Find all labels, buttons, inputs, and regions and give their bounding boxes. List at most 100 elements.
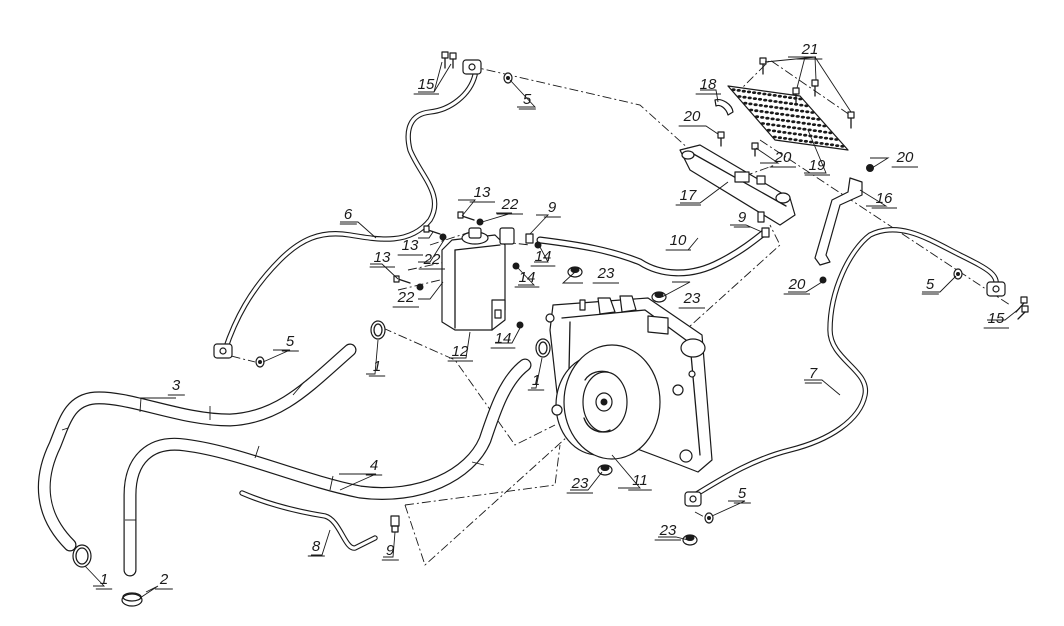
washer-5-left (255, 356, 265, 368)
callout-15-right: 15 (988, 310, 1005, 327)
screen-hole (797, 133, 803, 136)
screen-hole (780, 112, 785, 116)
screen-hole (804, 104, 809, 108)
screen-hole (785, 113, 790, 117)
callout-6: 6 (344, 206, 353, 223)
clamp-1-c (72, 544, 92, 568)
bolt-13-c (393, 275, 411, 284)
screen-hole (789, 108, 794, 112)
clamp-9-c (761, 227, 770, 238)
screen-hole (776, 124, 781, 127)
hardware (72, 51, 1029, 607)
shroud-17 (679, 144, 796, 226)
callout-18: 18 (700, 76, 717, 93)
screen-hole (773, 100, 778, 103)
nut-22-c (416, 283, 424, 291)
fitting-bottom-right (684, 491, 702, 507)
screen-hole (766, 122, 771, 126)
screen-hole (795, 115, 800, 118)
screen-hole (774, 106, 779, 109)
screen-hole (791, 120, 796, 124)
screen-hole (766, 128, 771, 132)
callout-1-b: 1 (532, 372, 540, 389)
screen-hole (794, 109, 800, 112)
screen-hole (754, 109, 759, 113)
screen-hole (731, 88, 736, 92)
bolt-13-a (457, 211, 475, 221)
screen-hole (772, 135, 777, 139)
screen-hole (797, 127, 802, 130)
pipe-7 (687, 227, 999, 501)
callout-23-d: 23 (659, 522, 677, 539)
callout-5-bottom: 5 (738, 485, 747, 502)
screen-hole (777, 94, 782, 98)
callout-20-c: 20 (896, 149, 914, 166)
screen-hole (779, 106, 784, 110)
screen-hole (834, 138, 839, 141)
hose-4 (123, 358, 532, 577)
screen-hole (763, 98, 768, 102)
screen-hole (749, 108, 754, 112)
callout-20-d: 20 (788, 276, 806, 293)
nut-22-b (439, 233, 447, 241)
screen-hole (757, 97, 763, 101)
callout-16: 16 (876, 190, 893, 207)
screen-hole (811, 117, 816, 120)
callout-14-c: 14 (495, 330, 512, 347)
fitting-top-left (462, 59, 482, 75)
screen-hole (752, 91, 757, 94)
screen-hole (748, 102, 753, 106)
callout-22-b: 22 (423, 251, 441, 268)
screen-hole (809, 140, 814, 144)
screen-hole (778, 100, 783, 104)
screen-hole (760, 116, 765, 119)
screen-hole (788, 96, 793, 99)
screen-hole (806, 122, 812, 126)
screen-hole (806, 116, 811, 120)
screen-hole (768, 99, 773, 103)
bracket-16 (814, 177, 863, 266)
screen-hole (796, 121, 801, 124)
screen-hole (786, 125, 792, 129)
screen-hole (781, 124, 786, 128)
screen-hole (805, 110, 810, 114)
screen-hole (769, 105, 774, 109)
screen-hole (757, 91, 762, 95)
screen-hole (810, 111, 815, 114)
screen-hole (747, 96, 752, 100)
screen-hole (759, 110, 764, 113)
nut-14-c (516, 321, 524, 329)
bolt-15-top (441, 51, 457, 69)
clamp-1-a (370, 320, 386, 340)
screen-hole (840, 144, 845, 148)
screen-hole (787, 131, 792, 135)
screen-hole (793, 138, 798, 142)
clip-18 (714, 99, 734, 116)
screen-hole (790, 114, 795, 118)
screen-hole (760, 122, 766, 125)
screen-hole (817, 123, 822, 127)
callout-3: 3 (172, 377, 181, 394)
screen-hole (824, 142, 829, 146)
screen-hole (829, 143, 835, 147)
screen-hole (799, 103, 804, 107)
screen-hole (742, 95, 747, 99)
screen-hole (743, 101, 748, 105)
screen-hole (758, 104, 763, 107)
screen-hole (817, 129, 823, 133)
screen-hole (771, 123, 776, 127)
screen-hole (780, 118, 786, 122)
expansion-tank-12 (441, 227, 515, 331)
pipe-end-fittings (213, 59, 1006, 507)
screen-hole (788, 137, 793, 141)
nut-20-a (717, 131, 725, 147)
screen-hole (792, 132, 797, 136)
grommet-23-b (651, 291, 667, 303)
callout-1-c: 1 (100, 571, 108, 588)
screen-hole (774, 112, 780, 115)
callout-14-a: 14 (535, 248, 552, 265)
callout-22-c: 22 (397, 289, 415, 306)
washer-5-right (953, 268, 963, 280)
callout-23-c: 23 (571, 475, 589, 492)
clamp-1-b (535, 338, 551, 358)
